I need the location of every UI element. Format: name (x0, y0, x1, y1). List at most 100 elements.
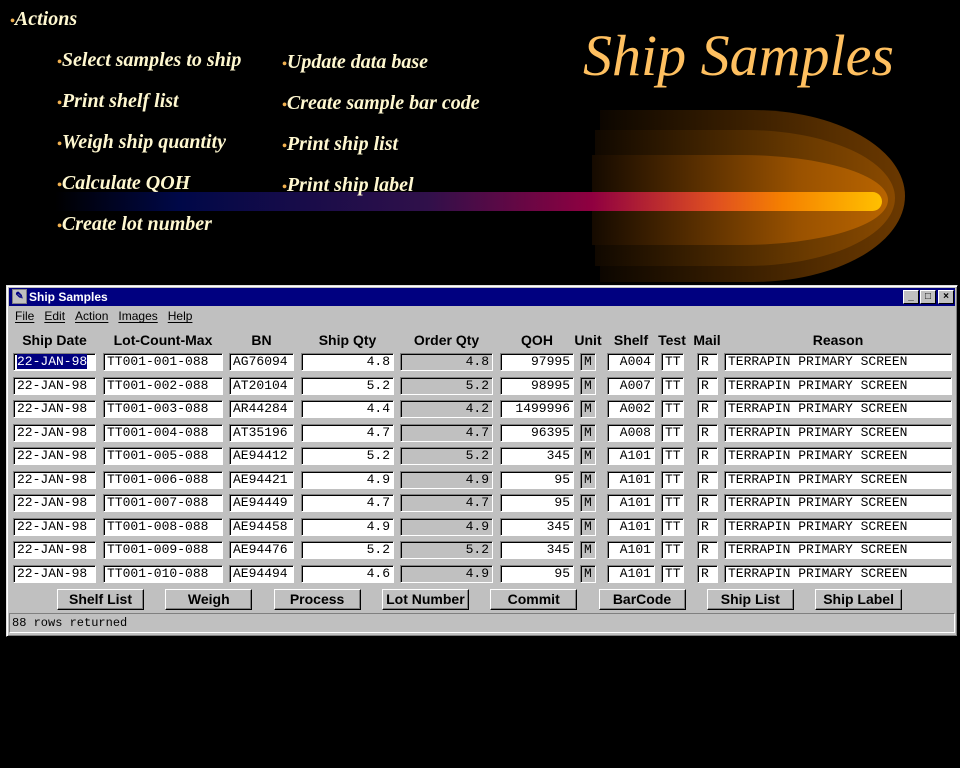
mail-field[interactable]: R (697, 517, 718, 536)
shelf-field[interactable]: A008 (607, 423, 655, 442)
unit-field[interactable]: M (580, 447, 596, 465)
unit-field[interactable]: M (580, 517, 596, 536)
ship-qty-field[interactable]: 5.2 (301, 447, 394, 465)
test-field[interactable]: TT (661, 447, 684, 465)
order-qty-field[interactable]: 4.9 (400, 517, 493, 536)
menu-help[interactable]: Help (167, 309, 193, 323)
bn-field[interactable]: AT35196 (229, 423, 294, 442)
shelf-field[interactable]: A101 (607, 447, 655, 465)
ship-qty-field[interactable]: 4.7 (301, 423, 394, 442)
weigh-button[interactable]: Weigh (165, 589, 253, 610)
ship-date-field[interactable]: 22-JAN-98 (13, 541, 96, 559)
menu-action[interactable]: Action (75, 309, 109, 323)
unit-field[interactable]: M (580, 470, 596, 489)
ship-qty-field[interactable]: 4.6 (301, 564, 394, 583)
shelf-field[interactable]: A002 (607, 400, 655, 418)
shelf-field[interactable]: A007 (607, 376, 655, 395)
shelf-list-button[interactable]: Shelf List (57, 589, 144, 610)
reason-field[interactable]: TERRAPIN PRIMARY SCREEN (724, 423, 952, 442)
lot-count-max-field[interactable]: TT001-009-088 (103, 541, 223, 559)
mail-field[interactable]: R (697, 564, 718, 583)
lot-count-max-field[interactable]: TT001-002-088 (103, 376, 223, 395)
bn-field[interactable]: AE94476 (229, 541, 294, 559)
lot-count-max-field[interactable]: TT001-006-088 (103, 470, 223, 489)
ship-date-field[interactable]: 22-JAN-98 (13, 470, 96, 489)
shelf-field[interactable]: A101 (607, 494, 655, 512)
bn-field[interactable]: AE94412 (229, 447, 294, 465)
close-button[interactable]: × (938, 290, 954, 304)
unit-field[interactable]: M (580, 376, 596, 395)
unit-field[interactable]: M (580, 400, 596, 418)
mail-field[interactable]: R (697, 400, 718, 418)
minimize-button[interactable]: _ (903, 290, 919, 304)
mail-field[interactable]: R (697, 494, 718, 512)
test-field[interactable]: TT (661, 400, 684, 418)
qoh-field[interactable]: 98995 (500, 376, 574, 395)
test-field[interactable]: TT (661, 353, 684, 371)
lot-count-max-field[interactable]: TT001-001-088 (103, 353, 223, 371)
test-field[interactable]: TT (661, 376, 684, 395)
mail-field[interactable]: R (697, 376, 718, 395)
mail-field[interactable]: R (697, 541, 718, 559)
bn-field[interactable]: AE94421 (229, 470, 294, 489)
ship-date-field[interactable]: 22-JAN-98 (13, 353, 96, 371)
qoh-field[interactable]: 95 (500, 564, 574, 583)
mail-field[interactable]: R (697, 353, 718, 371)
reason-field[interactable]: TERRAPIN PRIMARY SCREEN (724, 541, 952, 559)
test-field[interactable]: TT (661, 470, 684, 489)
bn-field[interactable]: AR44284 (229, 400, 294, 418)
title-bar[interactable]: ✎ Ship Samples _ □ × (9, 288, 955, 306)
qoh-field[interactable]: 95 (500, 494, 574, 512)
qoh-field[interactable]: 96395 (500, 423, 574, 442)
order-qty-field[interactable]: 4.7 (400, 494, 493, 512)
reason-field[interactable]: TERRAPIN PRIMARY SCREEN (724, 470, 952, 489)
commit-button[interactable]: Commit (490, 589, 578, 610)
unit-field[interactable]: M (580, 494, 596, 512)
order-qty-field[interactable]: 4.9 (400, 564, 493, 583)
qoh-field[interactable]: 345 (500, 517, 574, 536)
ship-date-field[interactable]: 22-JAN-98 (13, 517, 96, 536)
qoh-field[interactable]: 345 (500, 541, 574, 559)
bn-field[interactable]: AT20104 (229, 376, 294, 395)
ship-date-field[interactable]: 22-JAN-98 (13, 447, 96, 465)
test-field[interactable]: TT (661, 517, 684, 536)
lot-count-max-field[interactable]: TT001-010-088 (103, 564, 223, 583)
reason-field[interactable]: TERRAPIN PRIMARY SCREEN (724, 564, 952, 583)
qoh-field[interactable]: 345 (500, 447, 574, 465)
maximize-button[interactable]: □ (920, 290, 936, 304)
test-field[interactable]: TT (661, 423, 684, 442)
bn-field[interactable]: AE94458 (229, 517, 294, 536)
qoh-field[interactable]: 1499996 (500, 400, 574, 418)
ship-date-field[interactable]: 22-JAN-98 (13, 400, 96, 418)
process-button[interactable]: Process (273, 589, 361, 610)
ship-qty-field[interactable]: 4.4 (301, 400, 394, 418)
ship-qty-field[interactable]: 4.9 (301, 470, 394, 489)
order-qty-field[interactable]: 5.2 (400, 541, 493, 559)
mail-field[interactable]: R (697, 470, 718, 489)
reason-field[interactable]: TERRAPIN PRIMARY SCREEN (724, 353, 952, 371)
reason-field[interactable]: TERRAPIN PRIMARY SCREEN (724, 376, 952, 395)
reason-field[interactable]: TERRAPIN PRIMARY SCREEN (724, 447, 952, 465)
bn-field[interactable]: AE94449 (229, 494, 294, 512)
lot-number-button[interactable]: Lot Number (381, 589, 469, 610)
shelf-field[interactable]: A101 (607, 541, 655, 559)
ship-date-field[interactable]: 22-JAN-98 (13, 376, 96, 395)
shelf-field[interactable]: A101 (607, 517, 655, 536)
lot-count-max-field[interactable]: TT001-005-088 (103, 447, 223, 465)
ship-date-field[interactable]: 22-JAN-98 (13, 494, 96, 512)
order-qty-field[interactable]: 4.7 (400, 423, 493, 442)
test-field[interactable]: TT (661, 541, 684, 559)
ship-qty-field[interactable]: 4.7 (301, 494, 394, 512)
barcode-button[interactable]: BarCode (598, 589, 686, 610)
qoh-field[interactable]: 95 (500, 470, 574, 489)
lot-count-max-field[interactable]: TT001-004-088 (103, 423, 223, 442)
reason-field[interactable]: TERRAPIN PRIMARY SCREEN (724, 494, 952, 512)
ship-qty-field[interactable]: 5.2 (301, 541, 394, 559)
ship-qty-field[interactable]: 5.2 (301, 376, 394, 395)
test-field[interactable]: TT (661, 564, 684, 583)
order-qty-field[interactable]: 4.9 (400, 470, 493, 489)
reason-field[interactable]: TERRAPIN PRIMARY SCREEN (724, 517, 952, 536)
shelf-field[interactable]: A004 (607, 353, 655, 371)
shelf-field[interactable]: A101 (607, 564, 655, 583)
ship-list-button[interactable]: Ship List (706, 589, 794, 610)
